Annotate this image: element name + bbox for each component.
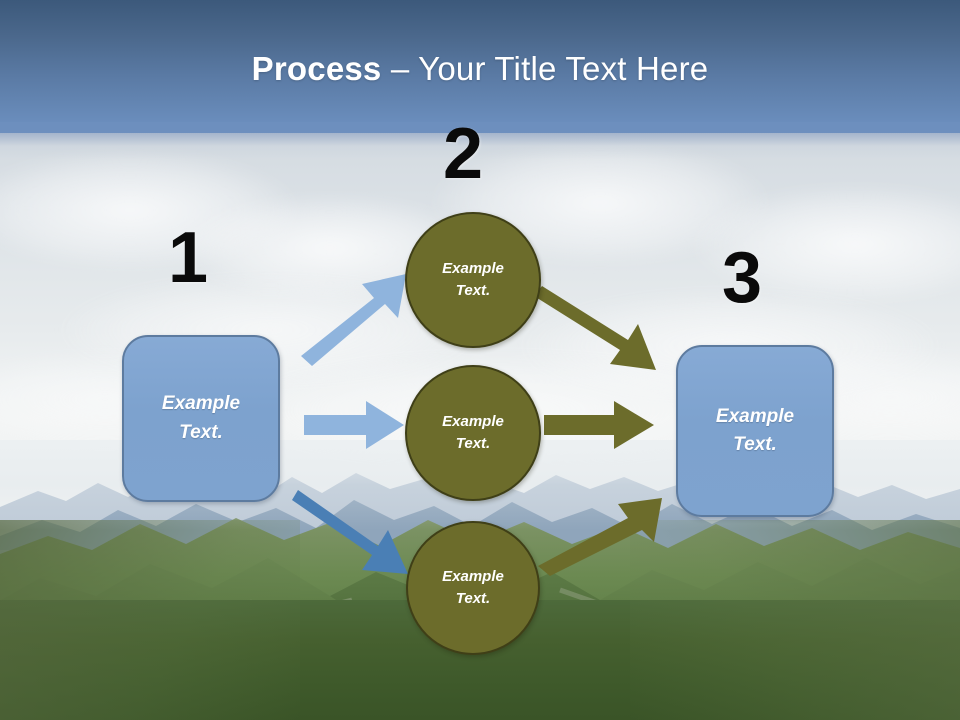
arrow-start-to-circle-top-icon[interactable] (298, 272, 410, 368)
slide-title: Process – Your Title Text Here (0, 50, 960, 88)
arrow-start-to-circle-mid-icon[interactable] (302, 398, 406, 452)
process-circle-middle[interactable]: Example Text. (405, 365, 541, 501)
arrow-circle-mid-to-end-icon[interactable] (542, 398, 656, 452)
process-circle-bottom-line2: Text. (455, 590, 491, 607)
slide-title-bold-part: Process (251, 50, 382, 87)
left-hill-shadow (0, 520, 300, 720)
step-number-3: 3 (722, 238, 763, 318)
arrow-start-to-circle-bottom-icon[interactable] (292, 486, 416, 580)
process-circle-top-line1: Example (442, 259, 504, 277)
header-fade-strip (0, 133, 960, 159)
process-box-start-line1: Example (161, 393, 241, 415)
process-box-start[interactable]: Example Text. (122, 335, 280, 502)
process-circle-top-line2: Text. (455, 282, 491, 299)
cloud-wisp (690, 185, 960, 303)
process-circle-middle-line1: Example (442, 412, 504, 430)
slide-title-rest: – Your Title Text Here (381, 50, 709, 87)
slide-header-band (0, 0, 960, 122)
step-number-2: 2 (443, 114, 484, 194)
arrow-circle-top-to-end-icon[interactable] (534, 280, 666, 374)
process-circle-bottom-line1: Example (442, 567, 504, 585)
right-hill-shadow (630, 520, 960, 720)
header-accent-rule (0, 122, 960, 133)
process-box-end[interactable]: Example Text. (676, 345, 834, 517)
process-circle-bottom[interactable]: Example Text. (406, 521, 540, 655)
process-box-end-line1: Example (715, 405, 795, 427)
process-box-end-line2: Text. (733, 434, 777, 455)
process-circle-top[interactable]: Example Text. (405, 212, 541, 348)
process-circle-middle-line2: Text. (455, 435, 491, 452)
arrow-circle-bottom-to-end-icon[interactable] (536, 496, 664, 576)
process-box-start-line2: Text. (179, 421, 223, 443)
step-number-1: 1 (168, 218, 209, 298)
